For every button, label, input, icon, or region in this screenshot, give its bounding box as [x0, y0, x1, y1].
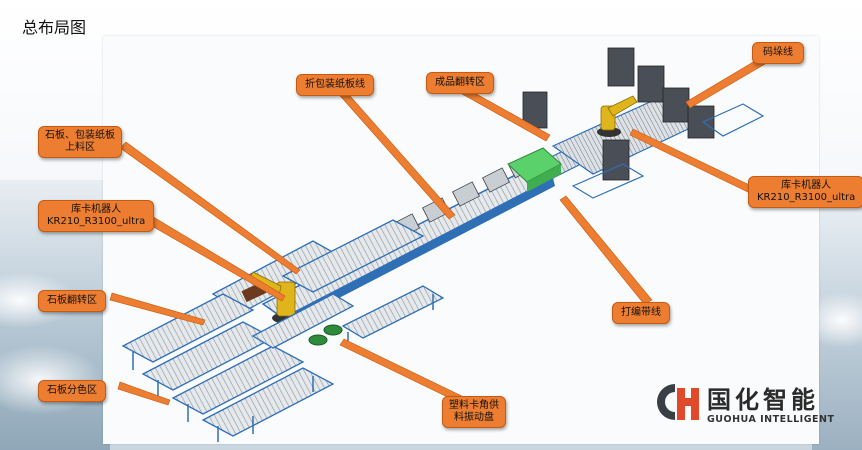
brand-name-en: GUOHUA INTELLIGENT	[707, 414, 835, 425]
background-clouds-right	[812, 200, 862, 450]
callout-line: 上料区	[65, 142, 95, 153]
page-title: 总布局图	[22, 18, 87, 37]
brand-logo: 国化智能 GUOHUA INTELLIGENT	[655, 378, 855, 430]
callout-label: 石板分色区	[47, 385, 97, 396]
callout-line: 库卡机器人	[781, 180, 832, 191]
gh-logo-icon	[656, 384, 699, 420]
callout-line: 石板、包装纸板	[45, 130, 115, 141]
callout-line: KR210_R3100_ultra	[47, 216, 146, 227]
callout-label: 折包装纸板线	[305, 79, 365, 90]
callout-fold-line: 折包装纸板线	[296, 74, 374, 96]
callout-stone-sort: 石板分色区	[38, 380, 106, 402]
callout-strap-line: 打编带线	[612, 302, 670, 324]
vibratory-feeders	[308, 324, 343, 346]
brand-name-cn: 国化智能	[707, 386, 819, 414]
callout-stone-feed: 石板、包装纸板 上料区	[38, 126, 122, 158]
callout-stone-flip: 石板翻转区	[38, 290, 106, 312]
callout-label: 码垛线	[763, 47, 793, 58]
callout-robot-right: 库卡机器人 KR210_R3100_ultra	[748, 176, 862, 208]
strapping-machine	[507, 147, 562, 192]
callout-line: 料振动盘	[454, 412, 494, 423]
robot-right	[597, 95, 638, 137]
callout-line: 库卡机器人	[71, 204, 122, 215]
callout-feeder: 塑料卡角供 料振动盘	[442, 396, 506, 428]
callout-line: 塑料卡角供	[449, 400, 499, 411]
callout-line: KR210_R3100_ultra	[757, 192, 856, 203]
callout-robot-left: 库卡机器人 KR210_R3100_ultra	[38, 200, 155, 232]
callout-label: 打编带线	[621, 307, 661, 318]
callout-stack-line: 码垛线	[752, 42, 804, 64]
callout-label: 成品翻转区	[435, 77, 485, 88]
callout-label: 石板翻转区	[47, 295, 97, 306]
callout-product-flip: 成品翻转区	[426, 72, 494, 94]
sorting-conveyors	[121, 285, 445, 437]
